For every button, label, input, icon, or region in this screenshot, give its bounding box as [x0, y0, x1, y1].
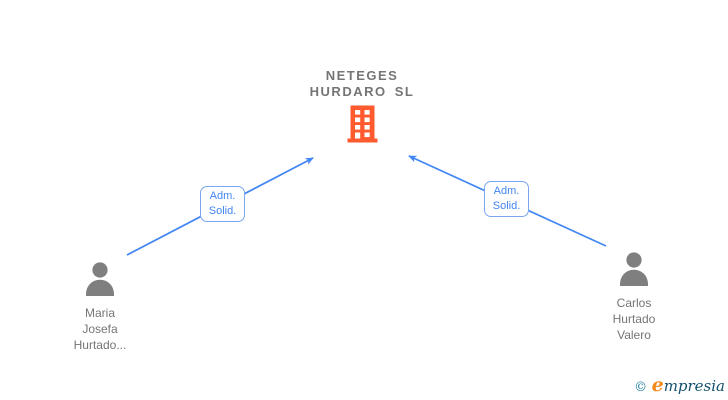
brand-text: mpresia	[663, 377, 725, 395]
person-icon	[85, 262, 115, 300]
edge-label-text: Adm. Solid.	[208, 190, 237, 217]
person-node-maria[interactable]: Maria Josefa Hurtado...	[55, 262, 145, 353]
building-icon[interactable]	[300, 105, 424, 148]
copyright-icon: ©	[634, 380, 648, 395]
person-icon	[619, 252, 649, 290]
edge-label-carlos: Adm. Solid.	[484, 181, 529, 217]
brand-letter-e: e	[651, 374, 664, 396]
person-name: Maria Josefa Hurtado...	[73, 306, 127, 352]
company-node[interactable]: NETEGES HURDARO SL	[300, 68, 424, 148]
company-name: NETEGES HURDARO SL	[309, 68, 415, 99]
person-node-carlos[interactable]: Carlos Hurtado Valero	[589, 252, 679, 343]
edge-label-text: Adm. Solid.	[492, 185, 521, 212]
edge-label-maria: Adm. Solid.	[200, 186, 245, 222]
person-name: Carlos Hurtado Valero	[612, 296, 656, 342]
empresia-logo[interactable]: © empresia	[634, 374, 725, 396]
